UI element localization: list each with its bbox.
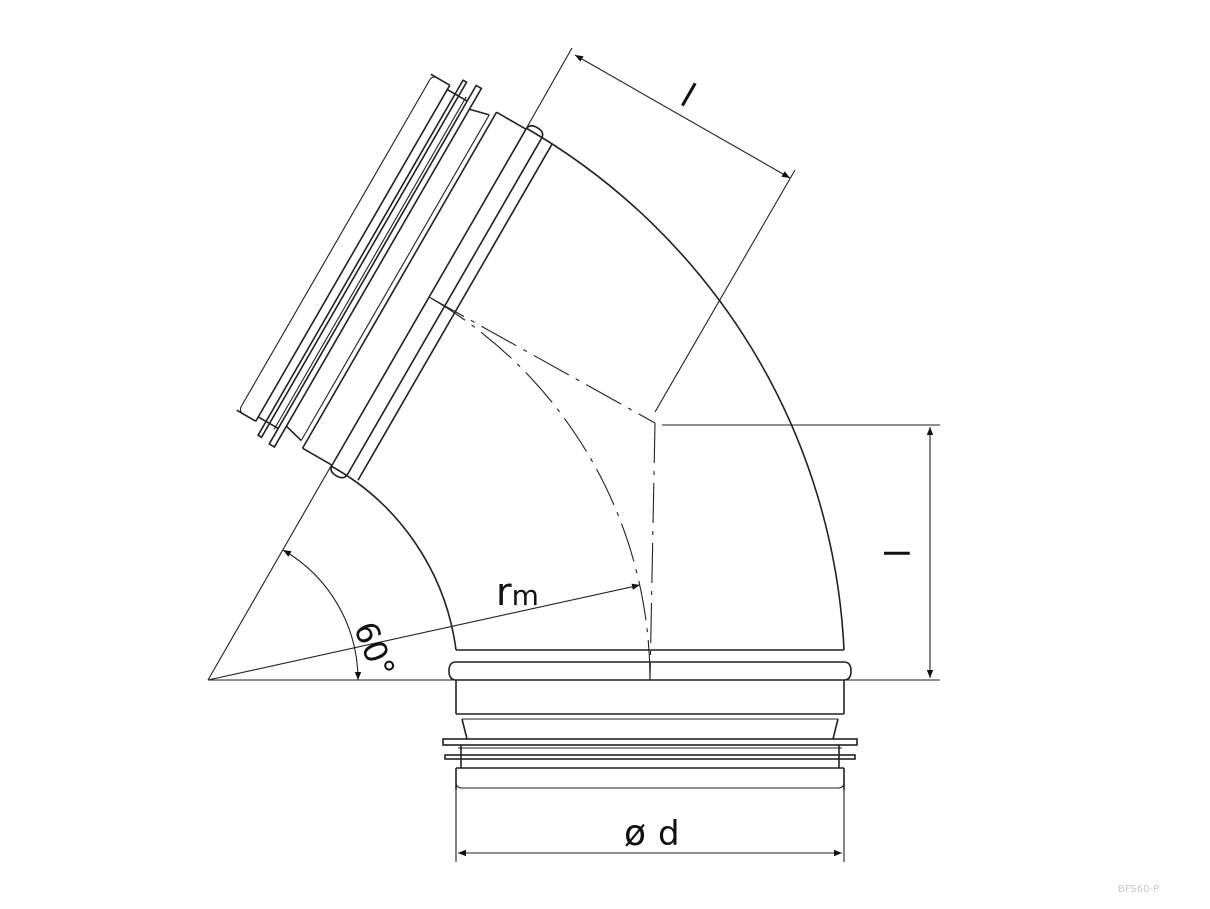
extension-line [654, 169, 796, 413]
radius-label: rm [496, 570, 539, 614]
angle-line [207, 465, 332, 681]
outer-bend-arc [525, 127, 845, 651]
diameter-symbol: ø [624, 813, 646, 854]
top-length-label: l [674, 76, 702, 115]
diameter-label: d [658, 814, 680, 854]
angle-label: 60° [346, 616, 402, 683]
radius-arrow [207, 583, 641, 681]
extension-line [521, 47, 573, 137]
inner-bend-arc [330, 465, 457, 651]
angle-arc [282, 549, 362, 681]
top-collar [229, 62, 560, 493]
right-length-label: l [879, 549, 919, 558]
centerline-arc [428, 296, 651, 681]
centerline-vertical [649, 422, 656, 681]
centerline-top [428, 296, 656, 424]
drawing-code: BFS60-P [1118, 884, 1160, 895]
top-length-dimension [574, 54, 791, 179]
